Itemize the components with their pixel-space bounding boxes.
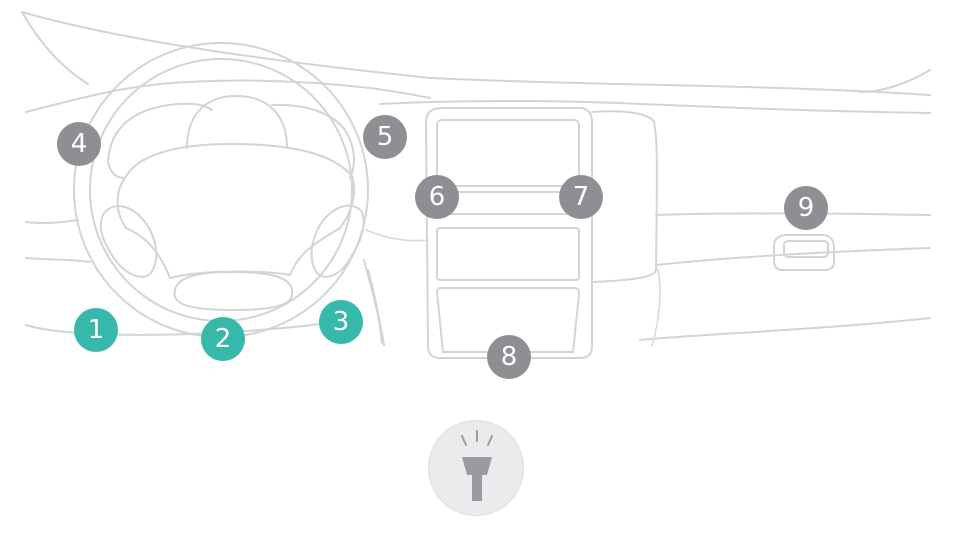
location-marker-3[interactable]: 3 bbox=[319, 300, 363, 344]
location-marker-9[interactable]: 9 bbox=[784, 186, 828, 230]
dashboard-right-lower-line bbox=[655, 247, 931, 266]
steering-wheel-hub bbox=[116, 143, 356, 279]
glovebox-lower-line bbox=[639, 317, 931, 341]
dashboard-top-line bbox=[25, 79, 431, 113]
dashboard-right-housing bbox=[591, 110, 658, 283]
left-panel-line bbox=[25, 219, 79, 225]
location-marker-8[interactable]: 8 bbox=[487, 335, 531, 379]
dashboard-top-right bbox=[379, 100, 931, 114]
windshield-edge bbox=[21, 11, 931, 96]
windshield-pillar bbox=[21, 11, 89, 85]
center-console-outline bbox=[425, 107, 593, 359]
steering-spoke-left bbox=[99, 205, 158, 278]
location-marker-5[interactable]: 5 bbox=[363, 115, 407, 159]
location-marker-7[interactable]: 7 bbox=[559, 175, 603, 219]
glovebox-latch-inner bbox=[783, 240, 829, 258]
steering-column-right-inner bbox=[367, 269, 383, 344]
location-marker-6[interactable]: 6 bbox=[415, 175, 459, 219]
steering-wheel-rim-outer bbox=[73, 42, 369, 338]
steering-spoke-right bbox=[310, 204, 365, 278]
instrument-cluster-bottom bbox=[107, 161, 126, 179]
instrument-cluster-right bbox=[271, 103, 355, 179]
radio-screen bbox=[436, 119, 580, 193]
climate-panel bbox=[436, 227, 580, 281]
dashboard-left-of-console bbox=[365, 229, 429, 242]
location-marker-1[interactable]: 1 bbox=[74, 308, 118, 352]
obd-connector-button[interactable] bbox=[428, 420, 524, 516]
instrument-cluster-center bbox=[186, 95, 288, 149]
dashboard-right-line bbox=[655, 212, 931, 216]
glovebox-latch-outer bbox=[773, 234, 835, 271]
obd-connector-icon bbox=[461, 430, 493, 501]
left-panel-line-lower bbox=[25, 257, 91, 263]
lower-console-panel bbox=[436, 287, 580, 353]
windshield-edge-right bbox=[859, 69, 931, 93]
location-marker-4[interactable]: 4 bbox=[57, 122, 101, 166]
console-right-edge bbox=[651, 269, 661, 347]
steering-spoke-bottom bbox=[173, 271, 294, 311]
location-marker-2[interactable]: 2 bbox=[201, 317, 245, 361]
